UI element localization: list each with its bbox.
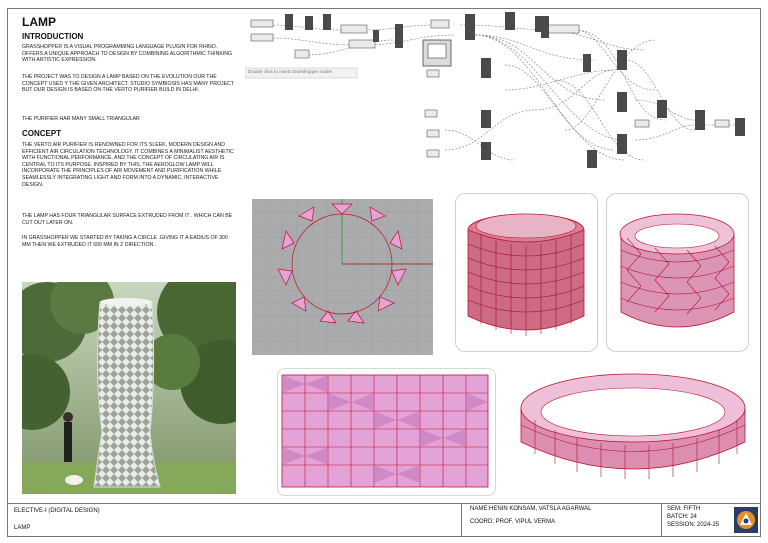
sheet-border — [7, 8, 761, 537]
concept-heading: CONCEPT — [22, 129, 62, 138]
unrolled-pattern — [277, 368, 496, 496]
introduction-heading: INTRODUCTION — [22, 32, 84, 41]
intro-paragraph-2: THE PROJECT WAS TO DESIGN A LAMP BASED O… — [22, 74, 234, 94]
course-name: ELECTIVE-I (DIGITAL DESIGN) — [14, 508, 100, 514]
lamp-perspective-1 — [455, 193, 598, 352]
footer-divider — [7, 503, 761, 504]
logo-icon — [734, 507, 758, 533]
lamp-perspective-2 — [606, 193, 749, 352]
batch: BATCH: 24 — [667, 514, 697, 520]
footer-vdivider-2 — [661, 503, 662, 537]
page-title: LAMP — [22, 15, 56, 29]
project-name: LAMP — [14, 525, 31, 531]
intro-paragraph-1: GRASSHOPPER IS A VISUAL PROGRAMMING LANG… — [22, 44, 233, 64]
intro-paragraph-3: THE PURIFIER HAR MANY SMALL TRIANGULAR — [22, 116, 140, 122]
tower-photo — [22, 282, 236, 494]
semester: SEM: FIFTH — [667, 506, 701, 512]
session: SESSION: 2024-25 — [667, 522, 720, 528]
lamp-perspective-3 — [515, 368, 751, 494]
canvas-hint: Double click to insert Grasshopper nodes — [248, 69, 333, 74]
grasshopper-canvas: Double click to insert Grasshopper nodes — [245, 10, 755, 185]
concept-paragraph-2: THE LAMP HAS FOUR TRIANGULAR SURFACE EXT… — [22, 213, 233, 226]
student-names: NAME:HENIN KONSAM, VATSLA AGARWAL — [470, 506, 592, 512]
coordinator: COORD: PROF. VIPUL VERMA — [470, 519, 556, 525]
rhino-top-viewport — [252, 199, 433, 355]
concept-paragraph-3: IN GRASSHOPPER WE STARTED BY TAKING A CI… — [22, 235, 228, 248]
footer-vdivider-1 — [461, 503, 462, 537]
concept-paragraph-1: THE VERTO AIR PURIFIER IS RENOWNED FOR I… — [22, 142, 234, 188]
